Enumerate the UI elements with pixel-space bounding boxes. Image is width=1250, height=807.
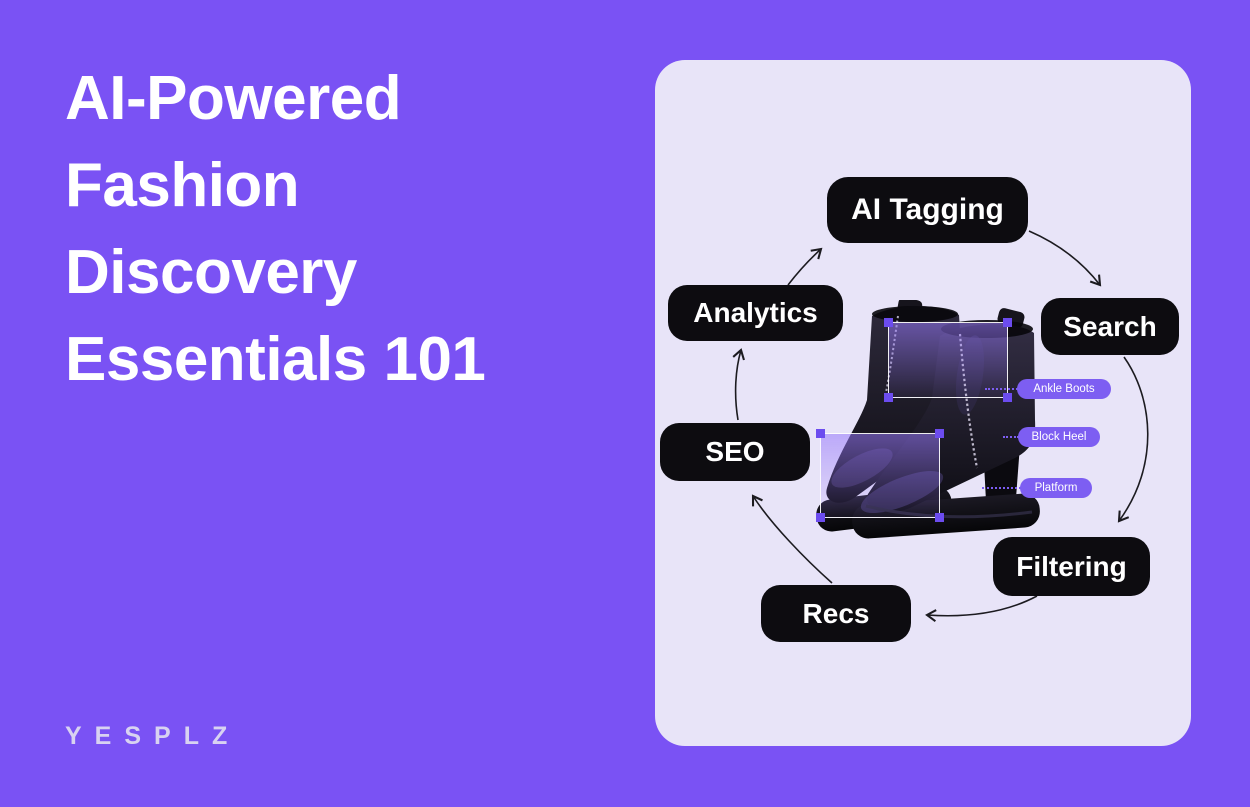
box-handle-icon — [935, 513, 944, 522]
box-handle-icon — [884, 393, 893, 402]
title-line-4: Essentials 101 — [65, 325, 486, 394]
node-recs: Recs — [761, 585, 911, 642]
node-seo: SEO — [660, 423, 810, 481]
box-handle-icon — [816, 429, 825, 438]
bounding-box-lower — [816, 429, 944, 522]
tag-platform: Platform — [1020, 478, 1092, 498]
dotted-connector-ankle-boots — [985, 388, 1018, 390]
node-ai-tagging: AI Tagging — [827, 177, 1028, 243]
brand-logo: YESPLZ — [65, 722, 241, 750]
node-search: Search — [1041, 298, 1179, 355]
tag-ankle-boots: Ankle Boots — [1017, 379, 1111, 399]
arrow-filtering-to-recs — [925, 595, 1038, 623]
node-filtering: Filtering — [993, 537, 1150, 596]
dotted-connector-block-heel — [1003, 436, 1019, 438]
box-handle-icon — [816, 513, 825, 522]
diagram-card: Ankle Boots Block Heel Platform AI Taggi… — [655, 60, 1191, 746]
arrow-seo-to-analytics — [732, 348, 745, 421]
box-handle-icon — [935, 429, 944, 438]
page-title: AI-Powered Fashion Discovery Essentials … — [65, 55, 625, 403]
box-handle-icon — [1003, 393, 1012, 402]
title-line-2: Fashion — [65, 151, 300, 220]
node-analytics: Analytics — [668, 285, 843, 341]
box-handle-icon — [884, 318, 893, 327]
arrow-ai-tagging-to-search — [1028, 230, 1102, 287]
dotted-connector-platform — [982, 487, 1021, 489]
box-handle-icon — [1003, 318, 1012, 327]
title-line-3: Discovery — [65, 238, 357, 307]
cycle-arrows — [732, 230, 1149, 623]
arrow-search-to-filtering — [1117, 356, 1149, 523]
title-line-1: AI-Powered — [65, 64, 402, 133]
arrow-recs-to-seo — [751, 494, 833, 584]
tag-block-heel: Block Heel — [1018, 427, 1100, 447]
bounding-box-upper — [884, 318, 1012, 402]
arrow-analytics-to-ai-tagging — [787, 247, 823, 286]
